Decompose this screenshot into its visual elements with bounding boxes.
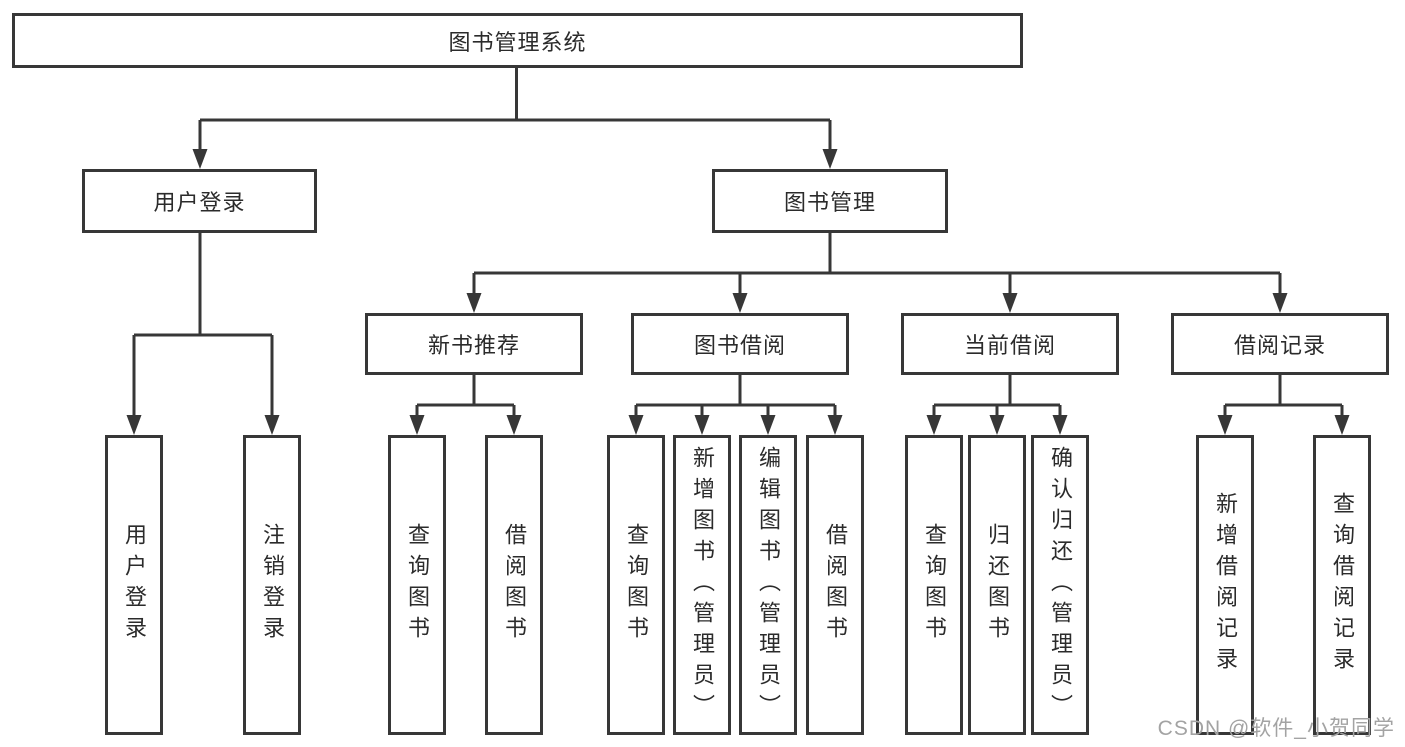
node-root: 图书管理系统 xyxy=(12,13,1023,68)
leaf-query-borrow-record: 查询借阅记录 xyxy=(1313,435,1371,735)
leaf-return-books: 归还图书 xyxy=(968,435,1026,735)
node-current-borrow-label: 当前借阅 xyxy=(963,333,1056,358)
node-book-borrow: 图书借阅 xyxy=(631,313,849,375)
leaf-add-borrow-record: 新增借阅记录 xyxy=(1196,435,1254,735)
leaf-user-login: 用户登录 xyxy=(105,435,163,735)
leaf-logout-login: 注销登录 xyxy=(243,435,301,735)
node-new-book-recommend: 新书推荐 xyxy=(365,313,583,375)
leaf-borrow-books: 借阅图书 xyxy=(806,435,864,735)
node-root-label: 图书管理系统 xyxy=(448,29,587,55)
node-borrow-records: 借阅记录 xyxy=(1171,313,1389,375)
leaf-query-books-borrow: 查询图书 xyxy=(607,435,665,735)
leaf-confirm-return-admin: 确认归还（管理员） xyxy=(1031,435,1089,735)
watermark: CSDN @软件_小贺同学 xyxy=(1157,717,1395,740)
node-borrow-records-label: 借阅记录 xyxy=(1233,333,1326,358)
node-new-book-recommend-label: 新书推荐 xyxy=(427,333,520,358)
leaf-borrow-books-recommend: 借阅图书 xyxy=(485,435,543,735)
leaf-query-books-recommend: 查询图书 xyxy=(388,435,446,735)
node-book-borrow-label: 图书借阅 xyxy=(693,333,786,358)
leaf-edit-books-admin: 编辑图书（管理员） xyxy=(739,435,797,735)
leaf-add-books-admin: 新增图书（管理员） xyxy=(673,435,731,735)
leaf-query-books-current: 查询图书 xyxy=(905,435,963,735)
node-book-management: 图书管理 xyxy=(712,169,948,233)
node-book-management-label: 图书管理 xyxy=(783,190,876,215)
node-current-borrow: 当前借阅 xyxy=(901,313,1119,375)
node-user-login-label: 用户登录 xyxy=(153,190,246,215)
node-user-login: 用户登录 xyxy=(82,169,317,233)
